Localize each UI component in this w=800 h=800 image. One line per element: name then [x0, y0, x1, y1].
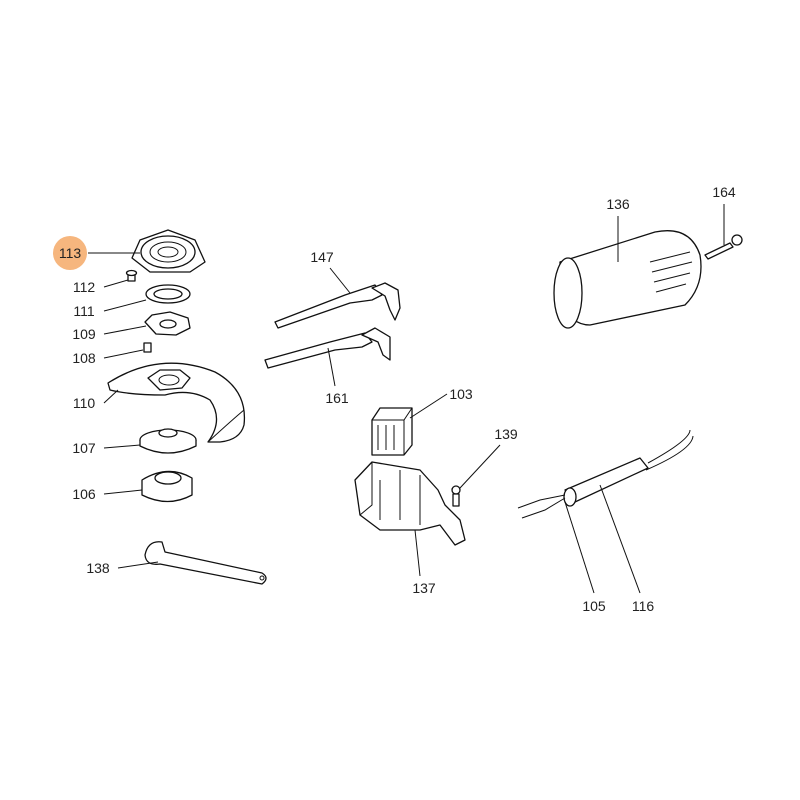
- part-108-screw[interactable]: [143, 342, 152, 353]
- part-147-lead[interactable]: [274, 282, 401, 329]
- part-113-flange[interactable]: [131, 229, 206, 273]
- part-111-ring[interactable]: [145, 284, 191, 304]
- part-107-flange[interactable]: [139, 428, 197, 454]
- label-137[interactable]: 137: [412, 580, 436, 596]
- part-164-screw[interactable]: [704, 234, 743, 260]
- part-106-nut[interactable]: [141, 470, 193, 503]
- part-138-wrench[interactable]: [144, 541, 267, 585]
- label-107[interactable]: 107: [72, 440, 96, 456]
- label-111[interactable]: 111: [73, 303, 94, 319]
- label-108[interactable]: 108: [72, 350, 96, 366]
- part-161-lead[interactable]: [264, 327, 391, 369]
- label-164[interactable]: 164: [712, 184, 736, 200]
- part-110-guard[interactable]: [107, 362, 246, 443]
- label-136[interactable]: 136: [606, 196, 630, 212]
- label-116[interactable]: 116: [632, 598, 655, 614]
- highlight-marker: [53, 236, 87, 270]
- label-105[interactable]: 105: [582, 598, 606, 614]
- label-112[interactable]: 112: [73, 279, 96, 295]
- part-103-brush-holder[interactable]: [371, 407, 413, 456]
- part-116-cable[interactable]: [563, 429, 694, 507]
- part-136-motor-housing[interactable]: [553, 230, 702, 329]
- label-147[interactable]: 147: [310, 249, 334, 265]
- part-137-housing[interactable]: [354, 461, 466, 546]
- label-110[interactable]: 110: [73, 395, 96, 411]
- label-106[interactable]: 106: [72, 486, 96, 502]
- part-109-plate[interactable]: [144, 311, 191, 336]
- label-109[interactable]: 109: [72, 326, 96, 342]
- leader-lines: [88, 204, 725, 594]
- label-161[interactable]: 161: [325, 390, 349, 406]
- part-105-wires[interactable]: [517, 494, 566, 519]
- label-103[interactable]: 103: [449, 386, 473, 402]
- label-113[interactable]: 113: [59, 245, 82, 261]
- part-112-screw[interactable]: [125, 269, 138, 282]
- part-139-screw[interactable]: [451, 485, 461, 507]
- label-138[interactable]: 138: [86, 560, 110, 576]
- label-139[interactable]: 139: [494, 426, 518, 442]
